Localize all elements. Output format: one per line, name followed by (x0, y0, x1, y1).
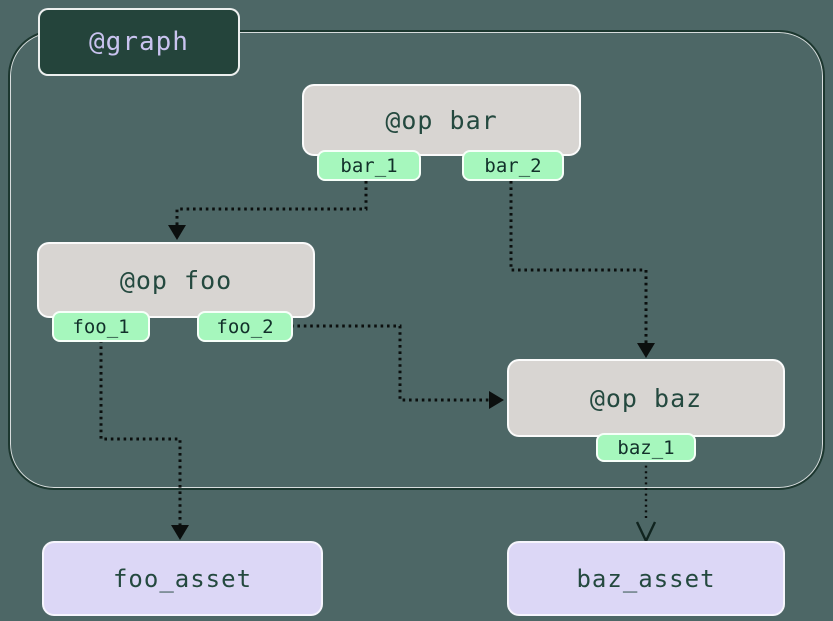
op-node-baz[interactable]: @op baz (507, 359, 785, 437)
arrowhead-down-icon (171, 525, 189, 540)
output-tab-foo-1[interactable]: foo_1 (52, 311, 150, 342)
arrowhead-open-down-icon (635, 521, 657, 544)
graph-boundary (8, 30, 825, 490)
output-tab-baz-1[interactable]: baz_1 (596, 433, 696, 462)
op-node-foo[interactable]: @op foo (37, 242, 315, 318)
asset-node-foo-asset[interactable]: foo_asset (42, 541, 323, 616)
op-node-bar[interactable]: @op bar (302, 84, 581, 156)
output-tab-foo-2[interactable]: foo_2 (197, 311, 293, 342)
asset-node-baz-asset[interactable]: baz_asset (507, 541, 785, 616)
graph-label: @graph (38, 8, 240, 76)
output-tab-bar-1[interactable]: bar_1 (317, 150, 421, 181)
output-tab-bar-2[interactable]: bar_2 (462, 150, 564, 181)
